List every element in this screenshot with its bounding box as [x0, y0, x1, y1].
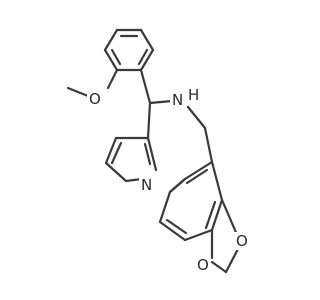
bond — [139, 68, 152, 105]
bond — [186, 105, 207, 130]
atom-n-pyrrole: N — [141, 176, 152, 194]
atom-h-amine: H — [188, 86, 199, 104]
atom-o-methoxy: O — [89, 90, 101, 108]
bond — [139, 28, 155, 52]
bond-double — [110, 141, 123, 165]
bond — [104, 136, 118, 165]
bond — [168, 177, 187, 194]
bond — [203, 126, 214, 164]
bond — [183, 228, 214, 242]
bond — [139, 48, 155, 72]
bond-double — [143, 142, 152, 166]
bond — [158, 190, 172, 224]
bond — [224, 245, 241, 274]
bond-double — [185, 168, 209, 185]
bond — [103, 48, 119, 72]
bond-double — [110, 48, 122, 66]
bond — [210, 160, 224, 202]
atom-o-dioxole-left: O — [197, 256, 209, 274]
bond — [220, 198, 240, 239]
atom-n-amine: N — [172, 91, 183, 109]
bond — [104, 161, 128, 183]
atom-labels: N H N O O O — [87, 86, 250, 274]
bond — [158, 220, 187, 242]
bond-double — [165, 218, 188, 235]
atom-o-dioxole-right: O — [236, 232, 248, 250]
bond — [146, 136, 158, 172]
bond — [148, 99, 174, 105]
bond-double — [137, 48, 149, 66]
bond — [210, 198, 224, 232]
bond — [106, 68, 119, 90]
bond — [103, 28, 119, 52]
bonds — [66, 28, 241, 274]
bond — [210, 260, 228, 274]
chemical-structure: N H N O O O — [66, 28, 250, 274]
bond — [183, 160, 214, 181]
bond — [66, 86, 90, 98]
bond-double — [204, 200, 217, 230]
bond — [146, 101, 152, 140]
